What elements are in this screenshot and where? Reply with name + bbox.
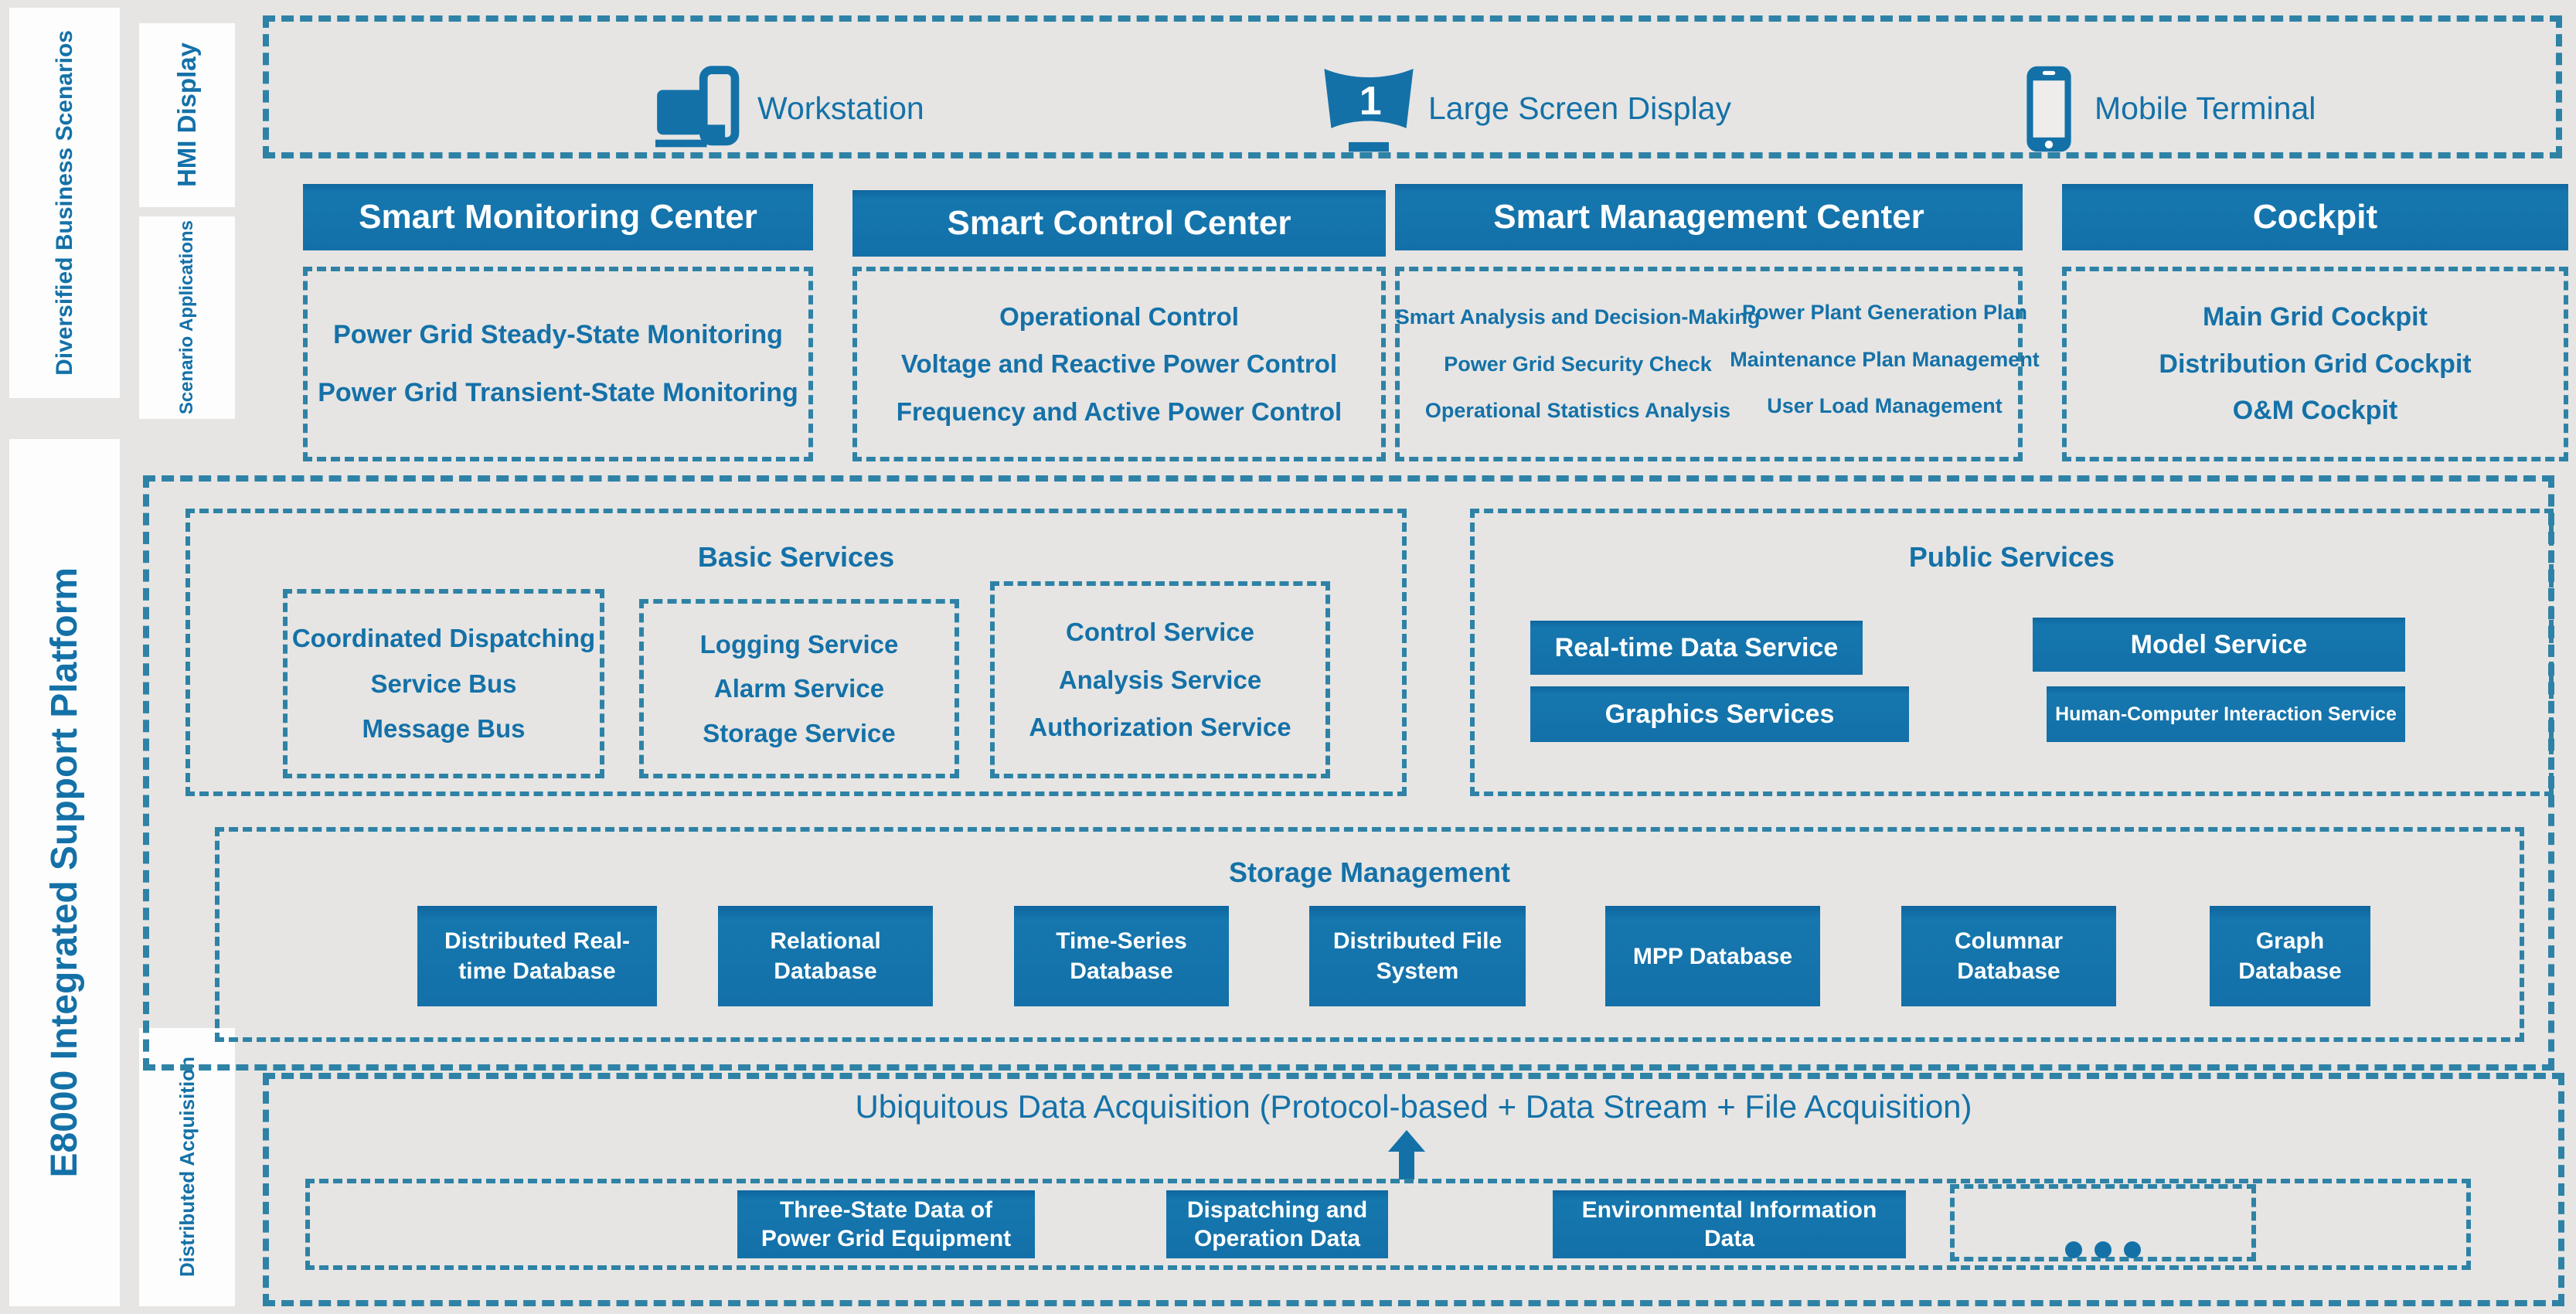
source-three-state-data: Three-State Data of Power Grid Equipment xyxy=(737,1190,1035,1258)
sidebar-label-distributed-acquisition: Distributed Acquisition xyxy=(139,1028,235,1306)
workstation-icon xyxy=(655,65,740,147)
scenario-item: Distribution Grid Cockpit xyxy=(2159,349,2472,379)
basic-service-item: Coordinated Dispatching xyxy=(291,623,596,652)
public-button-graphics-services: Graphics Services xyxy=(1530,686,1909,742)
basic-group-logging: Logging Service Alarm Service Storage Se… xyxy=(639,599,959,778)
storage-management-box xyxy=(215,827,2524,1042)
device-label: Workstation xyxy=(757,90,924,126)
storage-db-distributed-file-system: Distributed File System xyxy=(1309,906,1526,1006)
large-screen-icon: 1 xyxy=(1324,68,1414,151)
screen-number: 1 xyxy=(1359,78,1382,123)
device-label: Mobile Terminal xyxy=(2094,90,2316,126)
device-label: Large Screen Display xyxy=(1428,90,1731,126)
storage-db-graph: Graph Database xyxy=(2210,906,2370,1006)
sidebar-label-text: E8000 Integrated Support Platform xyxy=(44,567,85,1178)
storage-db-mpp: MPP Database xyxy=(1605,906,1820,1006)
basic-service-item: Analysis Service xyxy=(1058,665,1262,694)
scenario-item: Voltage and Reactive Power Control xyxy=(900,349,1338,378)
management-column-right: Power Plant Generation Plan Maintenance … xyxy=(1730,271,2040,457)
public-button-model-service: Model Service xyxy=(2033,618,2405,672)
ellipsis-dots-icon xyxy=(2065,1241,2141,1258)
scenario-box-control: Operational Control Voltage and Reactive… xyxy=(852,267,1386,461)
basic-service-item: Authorization Service xyxy=(1029,712,1291,741)
basic-services-title: Basic Services xyxy=(697,541,895,573)
device-mobile-terminal: Mobile Terminal xyxy=(2013,37,2316,180)
public-button-realtime-data-service: Real-time Data Service xyxy=(1530,621,1863,675)
basic-group-bus: Coordinated Dispatching Service Bus Mess… xyxy=(283,589,604,778)
sidebar-label-hmi-display: HMI Display xyxy=(139,23,235,207)
basic-service-item: Service Bus xyxy=(370,669,517,698)
scenario-box-monitoring: Power Grid Steady-State Monitoring Power… xyxy=(303,267,813,461)
basic-service-item: Control Service xyxy=(1066,618,1254,647)
scenario-item: Operational Statistics Analysis xyxy=(1424,399,1731,423)
source-environmental-information-data: Environmental Information Data xyxy=(1553,1190,1906,1258)
management-column-left: Smart Analysis and Decision-Making Power… xyxy=(1396,271,1761,457)
scenario-item: Frequency and Active Power Control xyxy=(896,397,1342,426)
scenario-item: Power Grid Transient-State Monitoring xyxy=(318,377,798,407)
storage-db-time-series: Time-Series Database xyxy=(1014,906,1229,1006)
device-large-screen: 1 Large Screen Display xyxy=(1320,37,1731,180)
sidebar-label-text: Scenario Applications xyxy=(176,220,197,415)
basic-service-item: Message Bus xyxy=(362,714,526,744)
sidebar-label-text: Diversified Business Scenarios xyxy=(51,30,77,376)
scenario-item: Power Grid Steady-State Monitoring xyxy=(333,320,783,350)
basic-group-control: Control Service Analysis Service Authori… xyxy=(990,581,1330,778)
scenario-box-cockpit: Main Grid Cockpit Distribution Grid Cock… xyxy=(2062,267,2568,461)
device-workstation: Workstation xyxy=(655,37,924,180)
center-header-smart-monitoring: Smart Monitoring Center xyxy=(303,184,813,250)
mobile-terminal-icon xyxy=(2026,66,2071,151)
storage-db-columnar: Columnar Database xyxy=(1901,906,2116,1006)
scenario-item: Smart Analysis and Decision-Making xyxy=(1395,305,1761,328)
storage-db-distributed-realtime: Distributed Real-time Database xyxy=(417,906,657,1006)
basic-service-item: Logging Service xyxy=(699,629,899,659)
center-header-smart-management: Smart Management Center xyxy=(1395,184,2023,250)
scenario-item: User Load Management xyxy=(1767,394,2003,418)
sidebar-label-diversified-business-scenarios: Diversified Business Scenarios xyxy=(9,8,120,398)
sidebar-label-e8000-platform: E8000 Integrated Support Platform xyxy=(9,439,120,1306)
acquisition-title: Ubiquitous Data Acquisition (Protocol-ba… xyxy=(855,1088,1972,1125)
basic-services-box xyxy=(185,509,1407,796)
acquisition-box xyxy=(263,1073,2564,1306)
scenario-item: O&M Cockpit xyxy=(2232,396,2398,426)
scenario-item: Operational Control xyxy=(999,301,1239,331)
storage-management-title: Storage Management xyxy=(1228,856,1511,888)
public-services-title: Public Services xyxy=(1908,541,2115,573)
sidebar-label-text: Distributed Acquisition xyxy=(175,1057,199,1278)
scenario-item: Power Plant Generation Plan xyxy=(1741,300,2028,324)
up-arrow-icon xyxy=(1388,1130,1425,1180)
center-header-cockpit: Cockpit xyxy=(2062,184,2568,250)
acquisition-inner-box xyxy=(305,1179,2471,1270)
sidebar-label-scenario-applications: Scenario Applications xyxy=(139,216,235,419)
basic-service-item: Alarm Service xyxy=(713,674,885,703)
hmi-display-row: Workstation 1 Large Screen Display Mobil… xyxy=(263,15,2562,158)
scenario-item: Main Grid Cockpit xyxy=(2203,301,2428,332)
public-services-box xyxy=(1470,509,2554,796)
scenario-item: Maintenance Plan Management xyxy=(1730,347,2040,371)
center-header-smart-control: Smart Control Center xyxy=(852,190,1386,257)
sidebar-label-text: HMI Display xyxy=(172,43,201,188)
basic-service-item: Storage Service xyxy=(703,718,896,747)
scenario-box-management: Smart Analysis and Decision-Making Power… xyxy=(1395,267,2040,461)
scenario-item: Power Grid Security Check xyxy=(1444,352,1712,376)
more-sources-box xyxy=(1950,1184,2256,1261)
public-button-hci-service: Human-Computer Interaction Service xyxy=(2047,686,2405,742)
storage-db-relational: Relational Database xyxy=(718,906,933,1006)
source-dispatching-operation-data: Dispatching and Operation Data xyxy=(1166,1190,1388,1258)
